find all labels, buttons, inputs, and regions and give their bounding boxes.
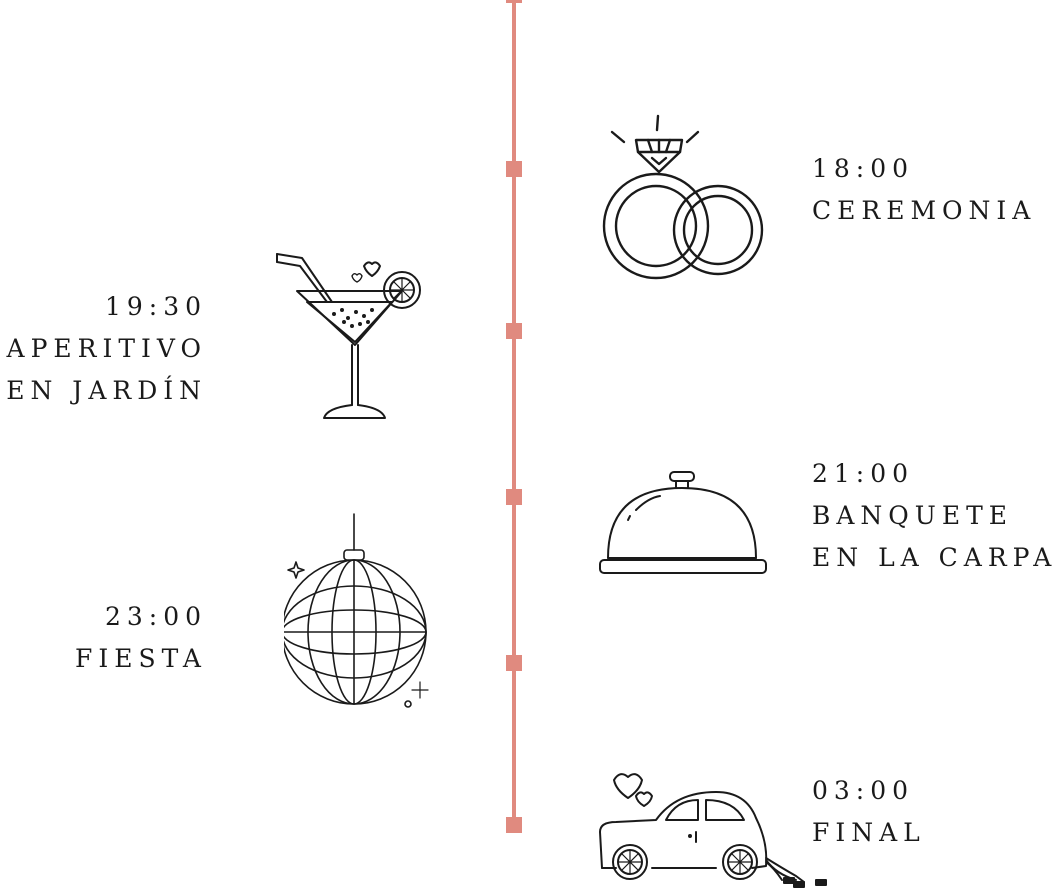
cloche-icon	[596, 468, 771, 580]
timeline-marker	[506, 161, 522, 177]
event-label: EN JARDÍN	[6, 376, 207, 405]
event-time: 21:00	[812, 459, 915, 488]
event-label: APERITIVO	[6, 334, 207, 363]
event-aperitivo: 19:30 APERITIVO EN JARDÍN	[6, 286, 207, 412]
timeline-marker	[506, 655, 522, 671]
event-banquete: 21:00 BANQUETE EN LA CARPA	[812, 453, 1057, 579]
event-time: 19:30	[104, 292, 207, 321]
timeline-marker	[506, 323, 522, 339]
event-label: FINAL	[812, 818, 926, 847]
event-label: BANQUETE	[812, 501, 1014, 530]
timeline-marker	[506, 817, 522, 833]
event-ceremonia: 18:00 CEREMONIA	[812, 148, 1036, 232]
event-final: 03:00 FINAL	[812, 770, 926, 854]
event-fiesta: 23:00 FIESTA	[75, 596, 207, 680]
event-time: 18:00	[812, 154, 915, 183]
event-label: EN LA CARPA	[812, 543, 1058, 572]
cocktail-icon	[272, 250, 427, 425]
wedding-rings-icon	[600, 112, 770, 284]
disco-ball-icon	[284, 512, 434, 712]
event-label: FIESTA	[75, 644, 207, 673]
event-time: 03:00	[812, 776, 915, 805]
timeline-line	[512, 2, 516, 824]
timeline-top-cap	[506, 0, 522, 3]
event-time: 23:00	[104, 602, 207, 631]
event-label: CEREMONIA	[812, 196, 1037, 225]
just-married-car-icon	[596, 770, 836, 892]
timeline-marker	[506, 489, 522, 505]
